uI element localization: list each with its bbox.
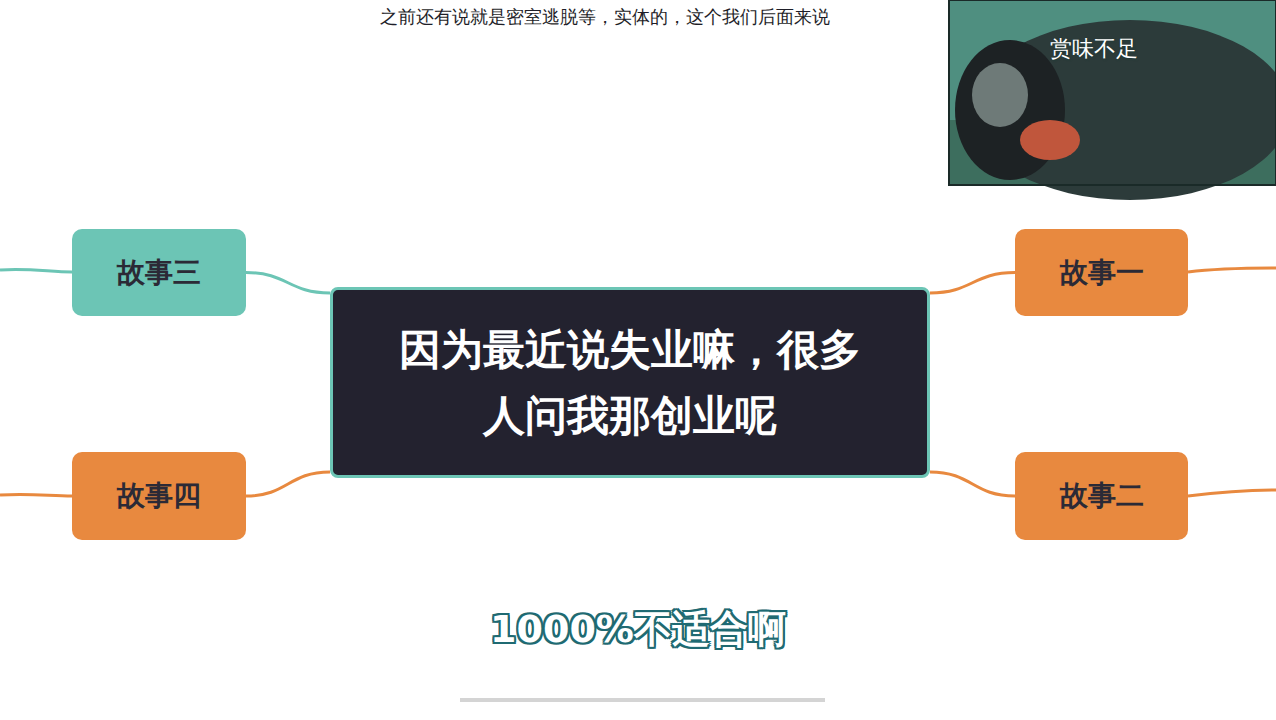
subtitle: 1000%不适合啊 xyxy=(0,604,1276,655)
scroll-bar xyxy=(460,698,825,702)
branch-line xyxy=(0,494,72,496)
watermark: 赏味不足 xyxy=(1050,34,1138,64)
branch-connector xyxy=(930,273,1015,294)
video-overlay xyxy=(949,0,1276,200)
branch-connector xyxy=(246,472,330,496)
branch-text: 故事三 xyxy=(117,254,201,292)
branch-connector xyxy=(930,472,1015,496)
branch-line xyxy=(0,269,72,272)
topic-text: 因为最近说失业嘛，很多人问我那创业呢 xyxy=(395,317,865,447)
branch-text: 故事四 xyxy=(117,477,201,515)
branch-text: 故事一 xyxy=(1060,254,1144,292)
branch-line xyxy=(1188,490,1276,496)
branch-box: 故事一 xyxy=(1015,229,1188,316)
branch-connector xyxy=(246,273,330,294)
branch-box: 故事二 xyxy=(1015,452,1188,540)
branch-text: 故事二 xyxy=(1060,477,1144,515)
branch-box: 故事四 xyxy=(72,452,246,540)
branch-box: 故事三 xyxy=(72,229,246,316)
central-topic: 因为最近说失业嘛，很多人问我那创业呢 xyxy=(330,287,930,478)
note-text: 之前还有说就是密室逃脱等，实体的，这个我们后面来说 xyxy=(380,4,940,30)
branch-line xyxy=(1188,268,1276,272)
